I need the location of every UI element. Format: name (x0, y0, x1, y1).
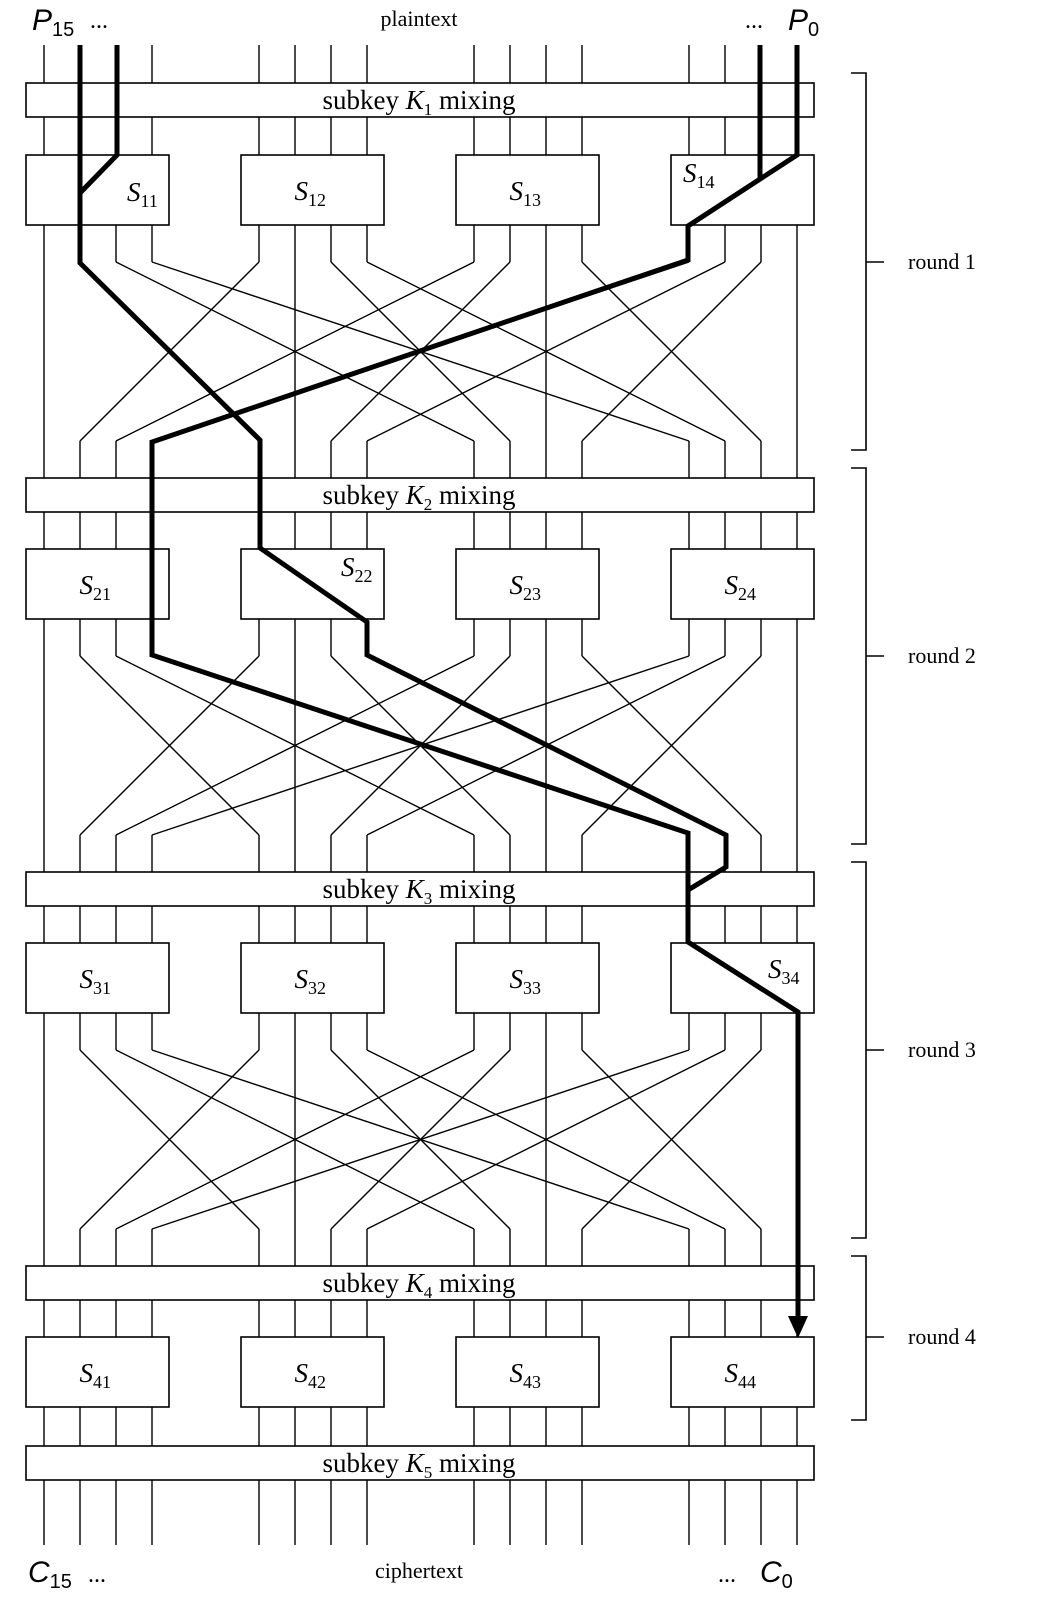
sbox-24-label: S24 (725, 570, 757, 604)
ciphertext-caption: ciphertext (375, 1558, 463, 1583)
bit-wires (43, 45, 798, 1545)
sbox-13-label: S13 (510, 176, 542, 210)
round-1-bracket (851, 72, 884, 451)
sbox-41-label: S41 (80, 1358, 112, 1392)
sbox-31-label: S31 (80, 964, 112, 998)
sbox-44 (670, 1336, 815, 1408)
sbox-11-label: S11 (127, 177, 158, 211)
sbox-23 (455, 548, 600, 620)
key-mixing-1 (25, 82, 815, 118)
round-brackets (851, 72, 884, 1421)
perm-cross-r1-8 (115, 261, 475, 442)
key-mixing-2 (25, 477, 815, 513)
key-mixing-3-label: subkey K3 mixing (322, 874, 515, 908)
round-4-bracket (851, 1255, 884, 1421)
sbox-41 (25, 1336, 170, 1408)
plaintext-lsb-label: P0 (788, 4, 819, 41)
sbox-44-label: S44 (725, 1358, 757, 1392)
key-mixing-2-label: subkey K2 mixing (322, 480, 515, 514)
sbox-33 (455, 942, 600, 1014)
plaintext-caption: plaintext (381, 6, 458, 31)
sbox-21 (25, 548, 170, 620)
key-mixing-5 (25, 1445, 815, 1481)
ciphertext-left-ellipsis: ... (88, 1562, 106, 1588)
perm-cross-r1-13 (366, 261, 726, 442)
perm-cross-r1-14 (581, 261, 762, 442)
sbox-43-label: S43 (510, 1358, 542, 1392)
round-4-label: round 4 (908, 1324, 976, 1349)
key-mixing-4 (25, 1265, 815, 1301)
sbox-34-label: S34 (768, 954, 800, 988)
key-mixing-1-label: subkey K1 mixing (322, 85, 515, 119)
trail-path-bit14 (78, 45, 120, 195)
perm-cross-r2-4 (79, 655, 260, 836)
perm-cross-r3-8 (115, 1049, 475, 1230)
trail-path-bit0 (149, 45, 801, 1322)
sbox-14-label: S14 (683, 158, 715, 192)
plaintext-msb-label: P15 (32, 4, 74, 41)
perm-cross-r2-8 (115, 655, 475, 836)
plaintext-right-ellipsis: ... (745, 8, 763, 34)
key-mixing-5-label: subkey K5 mixing (322, 1448, 515, 1482)
sbox-24 (670, 548, 815, 620)
sbox-21-label: S21 (80, 570, 112, 604)
ciphertext-right-ellipsis: ... (718, 1562, 736, 1588)
perm-cross-r3-12 (151, 1049, 690, 1230)
sbox-31 (25, 942, 170, 1014)
round-3-bracket (851, 861, 884, 1239)
round-2-label: round 2 (908, 643, 976, 668)
sbox-12-label: S12 (295, 176, 327, 210)
sbox-23-label: S23 (510, 570, 542, 604)
sbox-11 (25, 154, 170, 226)
sbox-13 (455, 154, 600, 226)
key-mixing-4-label: subkey K4 mixing (322, 1268, 515, 1302)
sbox-32-label: S32 (295, 964, 327, 998)
sbox-43 (455, 1336, 600, 1408)
trail-path-bit15 (77, 45, 729, 893)
round-3-label: round 3 (908, 1037, 976, 1062)
ciphertext-msb-label: C15 (28, 1556, 72, 1593)
round-1-label: round 1 (908, 249, 976, 274)
sbox-42-label: S42 (295, 1358, 327, 1392)
key-mixing-3 (25, 871, 815, 907)
sbox-33-label: S33 (510, 964, 542, 998)
trail-arrow-head (788, 1316, 808, 1338)
plaintext-left-ellipsis: ... (90, 8, 108, 34)
sbox-42 (240, 1336, 385, 1408)
differential-trail (77, 45, 808, 1338)
sbox-12 (240, 154, 385, 226)
boxes: subkey K1 mixing subkey K2 mixing subkey K… (25, 82, 815, 1482)
perm-cross-r3-14 (581, 1049, 762, 1230)
sbox-32 (240, 942, 385, 1014)
round-2-bracket (851, 467, 884, 845)
ciphertext-lsb-label: C0 (760, 1556, 793, 1593)
perm-cross-r3-4 (79, 1049, 260, 1230)
sbox-22-label: S22 (341, 552, 373, 586)
perm-cross-r3-13 (366, 1049, 726, 1230)
